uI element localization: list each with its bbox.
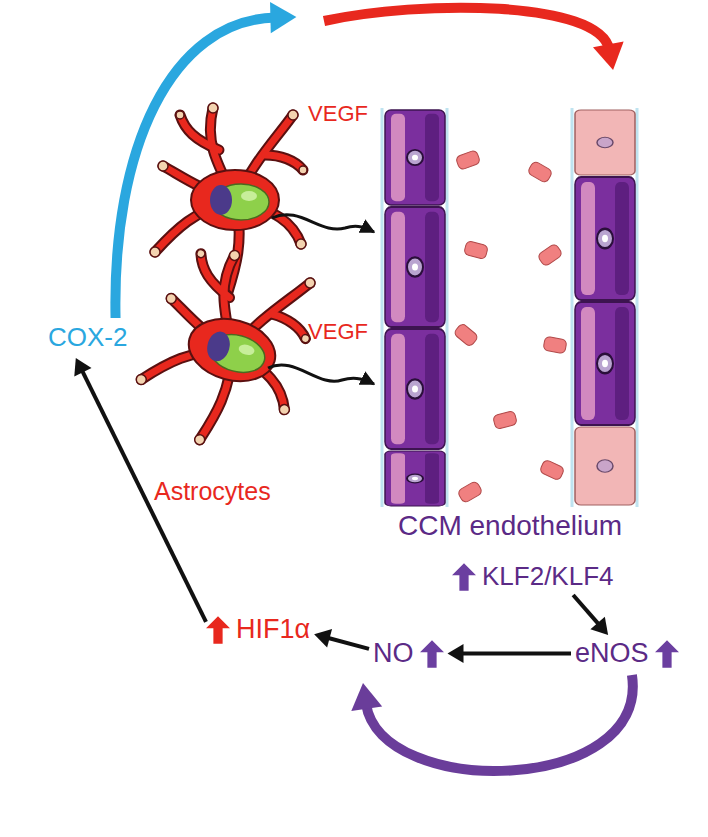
factor-label: COX-2 (48, 323, 127, 353)
factor-label: VEGF (308, 319, 368, 344)
endothelial-cells (385, 110, 635, 506)
straight-arrow (326, 637, 369, 648)
astrocyte-group: VEGF VEGF Astrocytes (140, 15, 370, 510)
pathway-arrow (573, 595, 608, 635)
pathway-arrow (314, 629, 369, 649)
factor-name: HIF1α (236, 614, 310, 645)
factor-name: NO (373, 638, 414, 669)
pathway-arrow (351, 675, 633, 771)
vessel-wall (382, 108, 637, 507)
arrow-head (448, 644, 464, 663)
factor-label: KLF2/KLF4 (452, 562, 614, 592)
curved-arrow (324, 8, 609, 50)
curved-arrow (366, 675, 633, 771)
arrow-head (74, 358, 91, 377)
pathway-arrow (115, 2, 296, 318)
factor-label: HIF1α (206, 614, 310, 645)
endothelium-group: CCM endothelium (380, 72, 695, 562)
arrow-head (270, 2, 296, 33)
factor-name: KLF2/KLF4 (482, 562, 614, 592)
curved-arrow (115, 17, 275, 318)
factor-name: eNOS (575, 638, 649, 669)
up-arrow-shape (420, 640, 444, 668)
up-arrow (420, 639, 444, 669)
up-arrow-shape (452, 563, 476, 591)
arrow-head (590, 617, 608, 635)
cell-label: Astrocytes (154, 477, 271, 506)
factor-label: VEGF (308, 101, 368, 126)
up-arrow (452, 562, 476, 592)
astrocyte (124, 234, 327, 465)
straight-arrow (573, 595, 600, 625)
factor-name: COX-2 (48, 323, 127, 353)
arrow-head (314, 629, 332, 648)
arrow-head (351, 683, 382, 711)
pathway-arrow (324, 8, 624, 70)
pathway-arrow (448, 644, 572, 663)
up-arrow-shape (206, 616, 230, 644)
factor-label: eNOS (575, 638, 679, 669)
up-arrow (206, 615, 230, 645)
red-blood-cells (453, 150, 567, 504)
straight-arrow (460, 652, 571, 656)
up-arrow-shape (655, 640, 679, 668)
secretion-arrow (268, 215, 374, 384)
factor-label: NO (373, 638, 444, 669)
arrow-head (593, 42, 624, 70)
up-arrow (655, 639, 679, 669)
cell-label: CCM endothelium (398, 510, 622, 542)
